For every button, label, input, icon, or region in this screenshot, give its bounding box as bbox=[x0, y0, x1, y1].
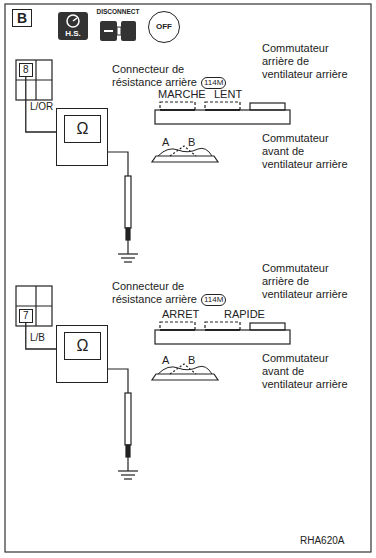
condition-icon: H.S. bbox=[58, 12, 88, 40]
rear-switch bbox=[155, 102, 290, 124]
switch-position: LENT bbox=[214, 88, 242, 101]
wire bbox=[26, 323, 56, 349]
ohmmeter: Ω bbox=[56, 325, 108, 383]
engine-symbol bbox=[58, 13, 88, 29]
meter-lead bbox=[108, 152, 131, 254]
switch-name: Commutateur arrière de ventilateur arriè… bbox=[262, 42, 354, 81]
wire bbox=[26, 77, 56, 132]
slider-position: B bbox=[188, 354, 195, 367]
node-text: 114M bbox=[204, 295, 223, 304]
switch-position: ARRET bbox=[162, 308, 199, 321]
slider-position: A bbox=[162, 354, 169, 367]
node-text: Ω bbox=[77, 120, 89, 137]
connector-name: Connecteur de résistance arrière bbox=[112, 63, 212, 89]
ground-symbol bbox=[118, 254, 138, 262]
slider-position: B bbox=[188, 136, 195, 149]
node-text: 8 bbox=[23, 64, 29, 75]
switch-name: Commutateur avant de ventilateur arrière bbox=[262, 132, 354, 171]
rear-switch bbox=[155, 322, 290, 344]
pin-cell: 7 bbox=[19, 309, 33, 323]
key-icon: OFF bbox=[148, 11, 180, 43]
figure-code: RHA620A bbox=[300, 534, 344, 547]
node-text: Ω bbox=[77, 337, 89, 354]
wire-color: L/B bbox=[29, 332, 46, 343]
pin-cell: 8 bbox=[19, 63, 33, 77]
connector-housing bbox=[16, 60, 52, 100]
slider-position: A bbox=[162, 136, 169, 149]
connector-id-circle: 114M bbox=[201, 77, 226, 89]
connector-id-circle: 114M bbox=[201, 294, 226, 306]
wire-color: L/OR bbox=[29, 101, 54, 112]
switch-position: MARCHE bbox=[158, 88, 206, 101]
switch-name: Commutateur avant de ventilateur arrière bbox=[262, 352, 354, 391]
front-slider bbox=[152, 364, 218, 380]
node-text: OFF bbox=[156, 22, 172, 31]
switch-position: RAPIDE bbox=[224, 308, 265, 321]
plug-symbol bbox=[94, 18, 142, 44]
connector-housing bbox=[16, 286, 52, 326]
node-text: 7 bbox=[23, 310, 29, 321]
node-text: B bbox=[17, 10, 27, 26]
disconnect-icon: DISCONNECT bbox=[94, 8, 142, 44]
meter-display: Ω bbox=[64, 115, 101, 143]
connector-name: Connecteur de résistance arrière bbox=[112, 280, 212, 306]
meter-lead bbox=[108, 369, 131, 471]
front-slider bbox=[152, 146, 218, 162]
ohmmeter: Ω bbox=[56, 108, 108, 166]
frame bbox=[5, 4, 371, 552]
meter-display: Ω bbox=[64, 332, 101, 360]
node-text: H.S. bbox=[65, 29, 81, 38]
ground-symbol bbox=[118, 471, 138, 479]
node-text: DISCONNECT bbox=[94, 8, 142, 16]
node-text: 114M bbox=[204, 78, 223, 87]
switch-name: Commutateur arrière de ventilateur arriè… bbox=[262, 262, 354, 301]
section-letter: B bbox=[12, 9, 32, 27]
